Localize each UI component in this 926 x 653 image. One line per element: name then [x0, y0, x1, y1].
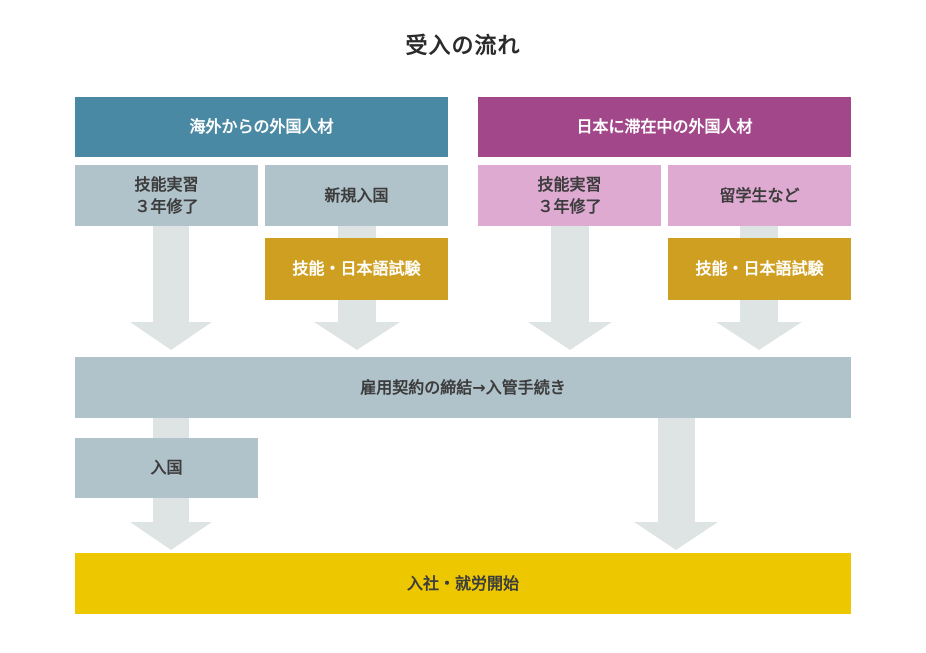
- arrow-overseas-connector: [338, 226, 376, 238]
- entry-box: 入国: [75, 438, 258, 498]
- overseas-trainee-box: 技能実習 ３年修了: [75, 165, 258, 226]
- arrow-domestic-exam: [716, 300, 802, 350]
- arrow-contract-entry: [153, 418, 189, 438]
- domestic-exam-box: 技能・日本語試験: [668, 238, 851, 300]
- overseas-exam-box: 技能・日本語試験: [265, 238, 448, 300]
- arrow-entry-final: [130, 498, 212, 550]
- arrow-domestic-trainee: [528, 226, 612, 350]
- contract-procedure-box: 雇用契約の締結→入管手続き: [75, 357, 851, 418]
- arrow-contract-final: [634, 418, 718, 550]
- arrow-overseas-exam: [314, 300, 400, 350]
- arrow-overseas-trainee: [130, 226, 212, 350]
- page-title: 受入の流れ: [405, 34, 521, 59]
- domestic-header: 日本に滞在中の外国人材: [478, 97, 851, 157]
- employment-start-box: 入社・就労開始: [75, 553, 851, 614]
- domestic-student-box: 留学生など: [668, 165, 851, 226]
- overseas-header: 海外からの外国人材: [75, 97, 448, 157]
- domestic-trainee-box: 技能実習 ３年修了: [478, 165, 661, 226]
- arrow-domestic-connector: [740, 226, 778, 238]
- overseas-new-entry-box: 新規入国: [265, 165, 448, 226]
